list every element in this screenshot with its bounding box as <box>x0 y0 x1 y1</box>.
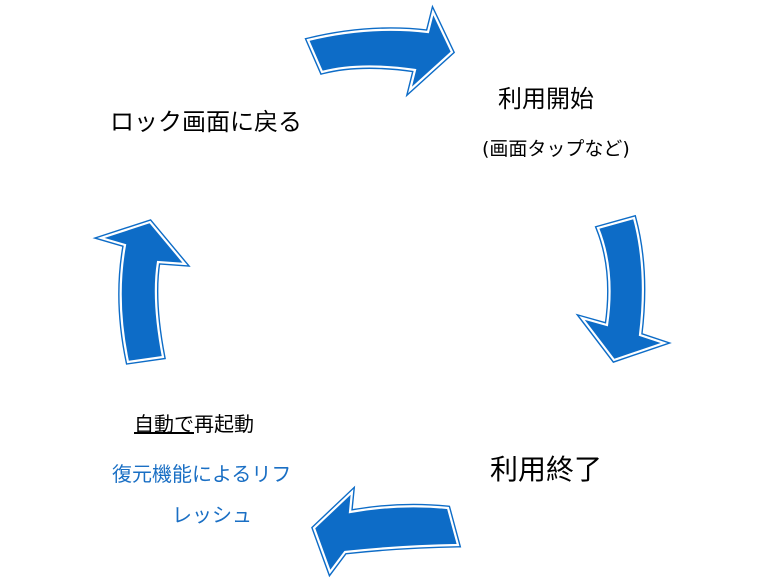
end-title: 利用終了 <box>490 453 603 486</box>
start-title: 利用開始 <box>498 85 594 113</box>
start-note: (画面タップなど) <box>482 138 630 160</box>
restart-detail-line1: 復元機能によるリフ <box>112 462 292 486</box>
arrow-right-icon <box>304 4 456 98</box>
restart-detail-line2: レッシュ <box>172 503 252 527</box>
arrow-down-icon <box>575 214 672 363</box>
restart-rest: 再起動 <box>194 412 254 436</box>
restart-title: 自動で再起動 <box>134 408 254 437</box>
arrow-left-icon <box>311 485 462 578</box>
restart-auto: 自動で <box>134 412 194 436</box>
lock-title: ロック画面に戻る <box>110 108 302 136</box>
arrow-up-icon <box>92 219 191 365</box>
